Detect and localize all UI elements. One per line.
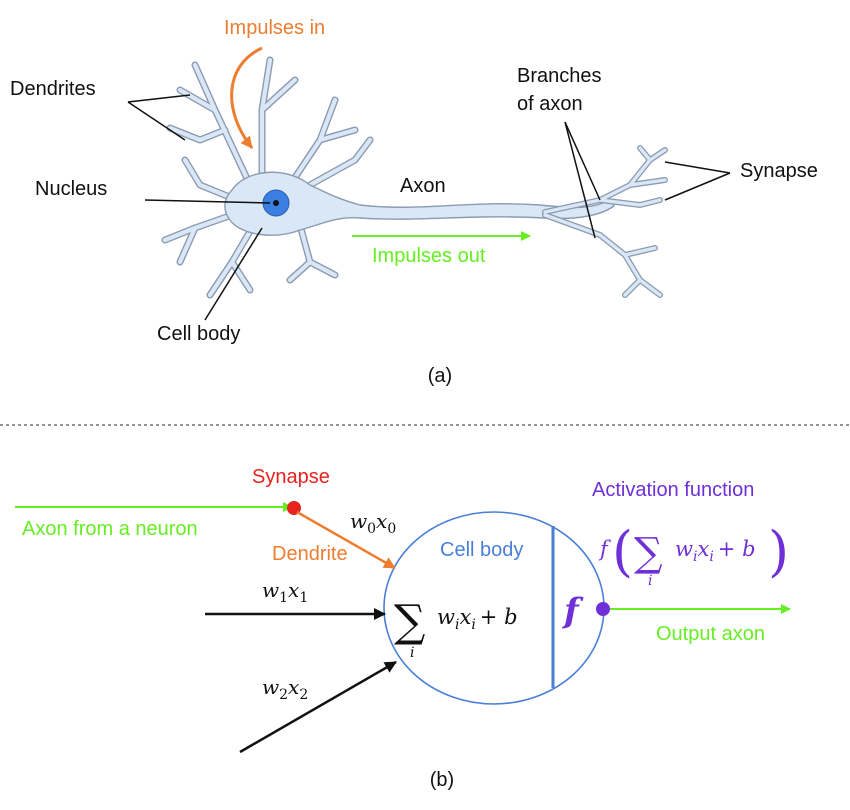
branches-label-line1: Branches bbox=[517, 65, 602, 87]
impulses-in-arrow bbox=[230, 46, 263, 149]
w0x0-label: w0x0 bbox=[350, 509, 396, 537]
sum-index: i bbox=[410, 645, 414, 661]
cell-body-label-b: Cell body bbox=[440, 539, 523, 561]
sum-formula: ∑ i wixi+ b bbox=[394, 596, 518, 661]
dendrite-branches bbox=[161, 56, 374, 299]
input-2-arrow bbox=[239, 660, 397, 754]
synapse-leader-lines bbox=[664, 161, 731, 201]
nucleus-label: Nucleus bbox=[35, 178, 107, 200]
w2x2-label: w2x2 bbox=[262, 675, 308, 703]
synapse-label-b: Synapse bbox=[252, 466, 330, 488]
cell-body-label: Cell body bbox=[157, 323, 240, 345]
output-axon-label: Output axon bbox=[656, 623, 765, 645]
act-terms: wixi+ b bbox=[675, 537, 756, 565]
impulses-out-label: Impulses out bbox=[372, 245, 486, 267]
caption-a: (a) bbox=[428, 365, 452, 387]
branches-leader-lines bbox=[564, 121, 601, 239]
axon-label: Axon bbox=[400, 175, 446, 197]
axon-from-neuron-label: Axon from a neuron bbox=[22, 518, 198, 540]
neuron-illustration bbox=[161, 56, 668, 299]
sum-sigma: ∑ bbox=[394, 596, 425, 647]
act-lparen: ( bbox=[612, 520, 633, 583]
dendrites-leader-lines bbox=[127, 94, 191, 141]
act-f: f bbox=[598, 537, 611, 561]
panel-a: Impulses in Dendrites Nucleus Axon Impul… bbox=[10, 17, 818, 387]
activation-function-label: Activation function bbox=[592, 479, 754, 501]
w1x1-label: w1x1 bbox=[262, 578, 308, 606]
synapse-label-a: Synapse bbox=[740, 160, 818, 182]
caption-b: (b) bbox=[430, 769, 454, 791]
act-index: i bbox=[648, 573, 652, 589]
nucleus-dot bbox=[273, 200, 279, 206]
cell-body-shape bbox=[224, 171, 615, 236]
sum-terms: wixi+ b bbox=[437, 605, 518, 633]
act-sigma: ∑ bbox=[634, 530, 663, 576]
branches-label-line2: of axon bbox=[517, 93, 583, 115]
dendrite-arrow bbox=[296, 510, 396, 570]
dendrite-label: Dendrite bbox=[272, 543, 348, 565]
cell-body-leader-line bbox=[204, 227, 263, 321]
output-dot bbox=[596, 602, 610, 616]
dendrites-label: Dendrites bbox=[10, 78, 96, 100]
panel-b: Axon from a neuron Synapse Dendrite w0x0… bbox=[15, 466, 791, 791]
impulses-in-label: Impulses in bbox=[224, 17, 325, 39]
act-rparen: ) bbox=[768, 520, 789, 583]
nucleus-leader-line bbox=[144, 199, 271, 204]
f-symbol: f bbox=[562, 591, 584, 631]
axon-terminal-branches bbox=[542, 145, 668, 298]
activation-formula: f ( ∑ i wixi+ b ) bbox=[598, 520, 789, 589]
